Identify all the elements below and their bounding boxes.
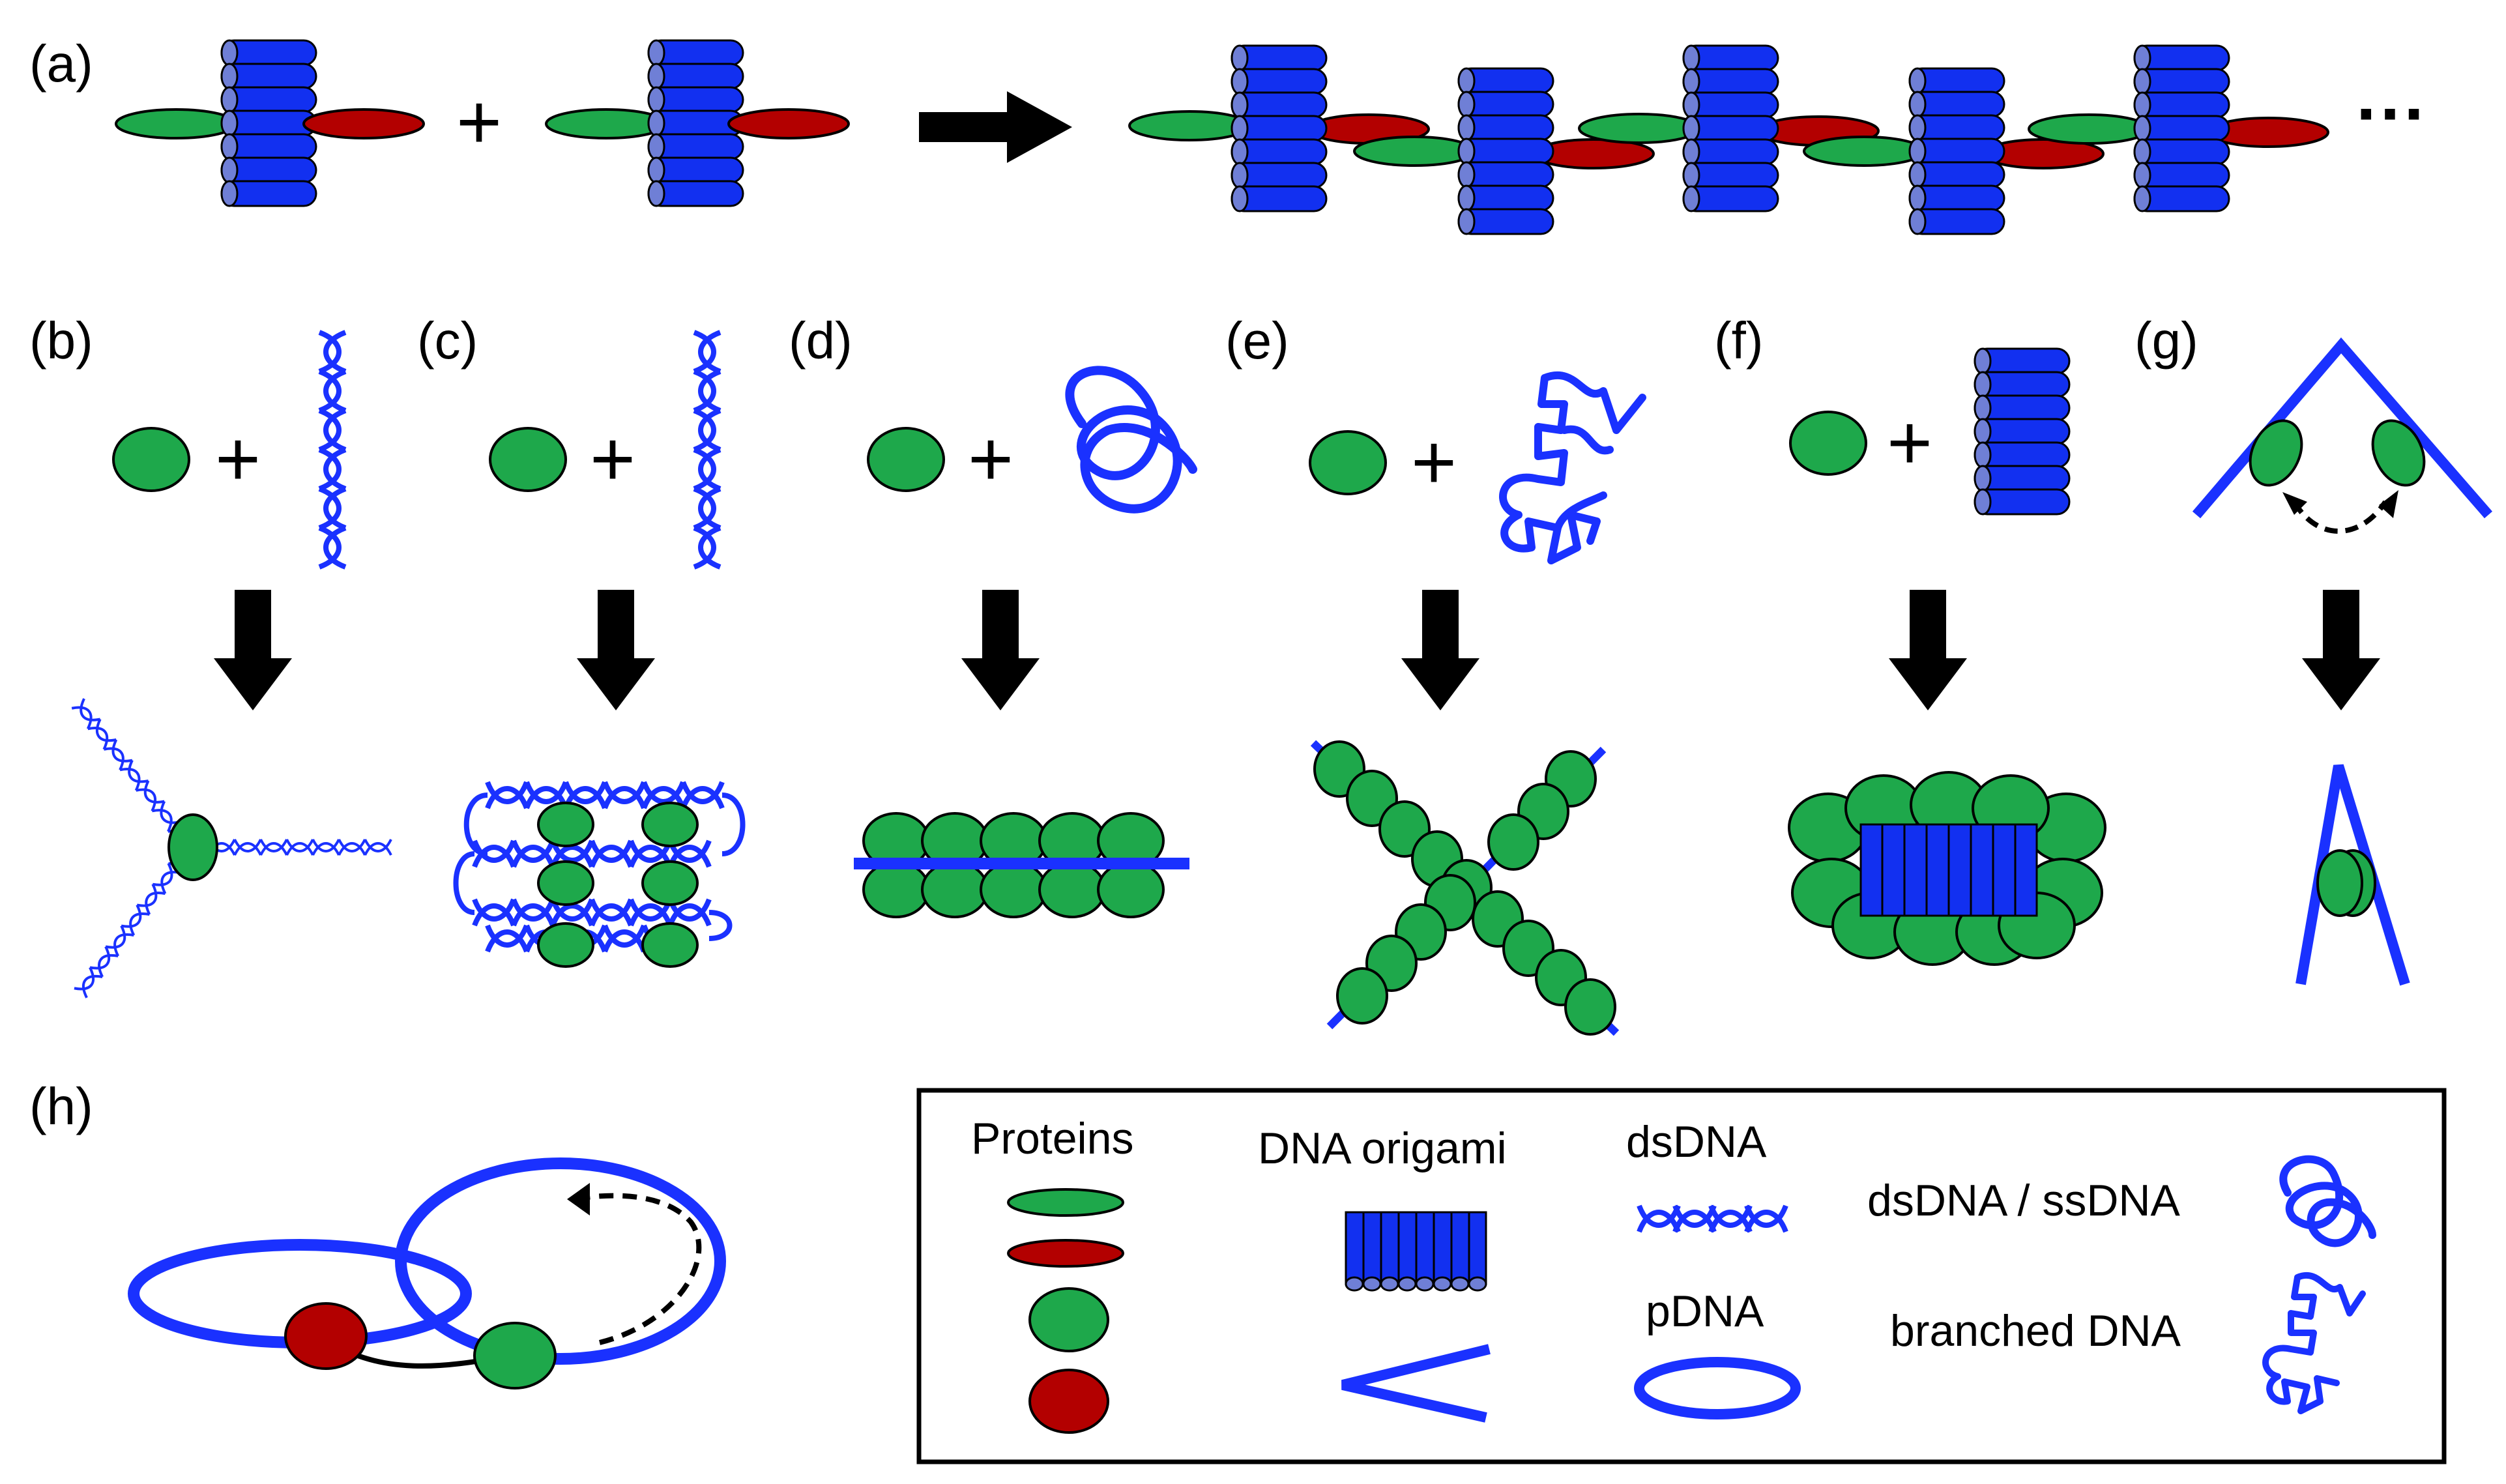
legend-dsdna-ssdna-label: dsDNA / ssDNA: [1867, 1176, 2181, 1225]
legend-protein-green-round: [1028, 1287, 1109, 1352]
dsdna-helix: [319, 332, 345, 567]
plus-sign: +: [968, 415, 1013, 502]
plus-sign: +: [590, 415, 635, 502]
legend-pdna-label: pDNA: [1646, 1287, 1764, 1336]
protein-green: [1309, 430, 1387, 495]
down-arrow: [1889, 590, 1967, 710]
down-arrow: [961, 590, 1040, 710]
three-way-junction: [70, 697, 392, 999]
origami-hinge-closed: [2295, 764, 2410, 986]
panel-label-d: (d): [789, 312, 852, 370]
crossed-protein-filaments: [1310, 740, 1620, 1036]
dsdna-helix: [694, 332, 720, 567]
protein-filament-on-dna: [854, 812, 1189, 918]
panel-label-b: (b): [29, 312, 93, 370]
origami-protein-monomer-2: [545, 39, 850, 207]
down-arrow: [1401, 590, 1479, 710]
panel-label-c: (c): [417, 312, 478, 370]
legend-pdna-ring: [1634, 1357, 1801, 1419]
panel-label-f: (f): [1714, 312, 1764, 370]
protein-green: [112, 427, 190, 492]
down-arrow: [577, 590, 655, 710]
branched-dna: [1499, 371, 1646, 564]
dashed-double-arrow: [2292, 500, 2388, 534]
legend-box: [916, 1088, 2447, 1464]
legend-branched-dna: [2262, 1272, 2366, 1414]
legend-branched-dna-label: branched DNA: [1890, 1306, 2181, 1356]
ellipsis: ···: [2356, 74, 2428, 154]
legend-protein-red-round: [1028, 1369, 1109, 1434]
plus-sign: +: [215, 415, 261, 502]
origami-encased-by-proteins: [1788, 771, 2106, 966]
panel-label-e: (e): [1225, 312, 1289, 370]
panel-label-g: (g): [2134, 312, 2198, 370]
tangled-dna: [1065, 366, 1197, 514]
protein-green: [867, 427, 945, 492]
legend-dna-origami-label: DNA origami: [1258, 1124, 1507, 1173]
legend-protein-red-flat: [1007, 1239, 1124, 1268]
protein-green: [2249, 419, 2303, 487]
panel-label-a: (a): [29, 35, 93, 93]
legend-protein-green-flat: [1007, 1188, 1124, 1217]
plus-sign: +: [1887, 399, 1932, 486]
protein-green: [2371, 419, 2426, 487]
plus-sign: +: [456, 78, 502, 166]
dna-origami-block: [1974, 347, 2071, 516]
panel-label-h: (h): [29, 1077, 93, 1135]
legend-origami-hinge: [1341, 1344, 1491, 1423]
legend-dsdna-label: dsDNA: [1626, 1117, 1767, 1167]
legend-tangled-dna: [2279, 1155, 2376, 1247]
legend-dna-origami-block: [1345, 1211, 1487, 1292]
origami-polymer-chain: [1128, 44, 2329, 235]
catenated-pdna-rings: [128, 1157, 726, 1389]
protein-green: [1789, 411, 1867, 476]
right-arrow: [919, 91, 1072, 163]
dna-lattice-with-proteins: [453, 782, 746, 968]
origami-protein-monomer-1: [115, 39, 425, 207]
origami-hinge-open: [2192, 337, 2493, 519]
plus-sign: +: [1411, 418, 1457, 506]
down-arrow: [214, 590, 292, 710]
protein-green: [489, 427, 567, 492]
legend-proteins-label: Proteins: [971, 1114, 1133, 1163]
down-arrow: [2302, 590, 2380, 710]
